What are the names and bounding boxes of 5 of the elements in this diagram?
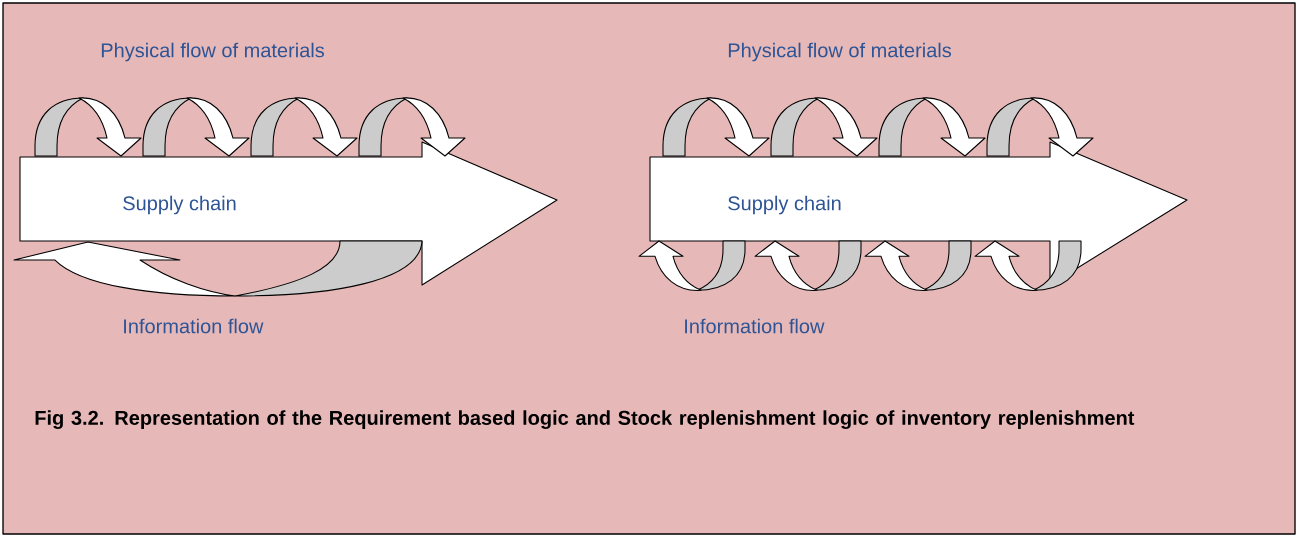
flow-label: Information flow xyxy=(124,318,264,334)
flow-label: Physical flow of materials xyxy=(728,42,951,62)
caption: Fig 3.2. Representation of the Requirement based logic and Stock replenishment logic of inventory replenishment xyxy=(35,410,1135,429)
flow-label: Information flow xyxy=(685,318,825,334)
flow-label: Physical flow of materials xyxy=(101,42,324,62)
